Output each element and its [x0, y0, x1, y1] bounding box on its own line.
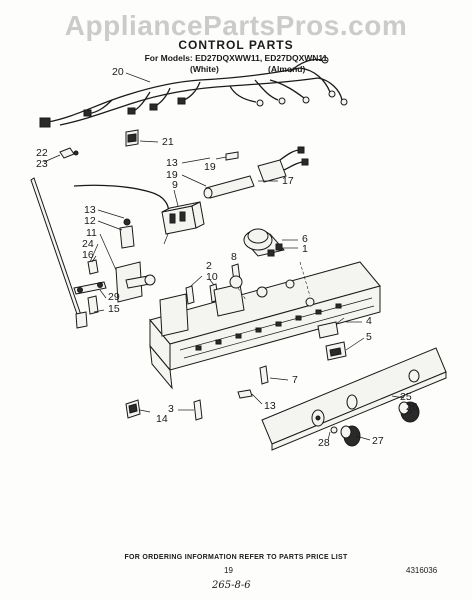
- color-almond-label: (Almond): [268, 64, 306, 74]
- callout-9: 9: [172, 179, 178, 191]
- callout-16: 16: [82, 249, 94, 261]
- callout-13-top: 13: [166, 157, 178, 169]
- control-panel-plate: [261, 347, 447, 451]
- leader-lines: [43, 72, 413, 441]
- watermark-text: AppliancePartsPros.com: [64, 10, 408, 41]
- control-knobs: [330, 401, 420, 447]
- callout-3: 3: [168, 403, 174, 415]
- control-housing: [149, 261, 381, 390]
- callout-19-socket: 19: [204, 161, 216, 173]
- callout-14: 14: [156, 413, 168, 425]
- screw-3-clip-14: [125, 399, 203, 421]
- callout-10: 10: [206, 271, 218, 283]
- callout-27: 27: [372, 435, 384, 447]
- callout-6: 6: [302, 233, 308, 245]
- thermostat-control: [161, 201, 205, 245]
- callout-13-bottom: 13: [264, 400, 276, 412]
- callout-23: 23: [36, 158, 48, 170]
- callout-1: 1: [302, 243, 308, 255]
- callout-15: 15: [108, 303, 120, 315]
- callout-26: 26: [406, 401, 418, 413]
- diagram-title: CONTROL PARTS: [178, 38, 294, 52]
- bracket-assembly-left: [73, 218, 156, 315]
- callout-21: 21: [162, 136, 174, 148]
- callout-22: 22: [36, 147, 48, 159]
- callout-12: 12: [84, 215, 96, 227]
- callout-20: 20: [112, 66, 124, 78]
- callout-13-left: 13: [84, 204, 96, 216]
- capillary-tube: [73, 184, 170, 215]
- page-number: 19: [224, 566, 233, 575]
- model-numbers: For Models: ED27DQXWW11, ED27DQXWN11: [144, 53, 328, 63]
- callout-29: 29: [108, 291, 120, 303]
- callout-24: 24: [82, 238, 94, 250]
- screw-7: [259, 365, 269, 385]
- color-white-label: (White): [190, 64, 219, 74]
- callout-19-top: 19: [166, 169, 178, 181]
- screw-13-bottom: [237, 389, 263, 405]
- callout-17: 17: [282, 175, 294, 187]
- handwritten-note: 265-8-6: [212, 580, 251, 591]
- screw-13-top: [215, 151, 239, 161]
- callout-11: 11: [86, 227, 97, 239]
- callout-5: 5: [366, 331, 372, 343]
- parts-4-5: [317, 317, 347, 361]
- callout-28: 28: [318, 437, 330, 449]
- callout-25: 25: [400, 391, 412, 403]
- document-number: 4316036: [406, 566, 438, 575]
- callout-4: 4: [366, 315, 372, 327]
- wire-harness: [39, 56, 348, 128]
- clip-part-21: [125, 129, 139, 147]
- callout-7: 7: [292, 374, 298, 386]
- callout-8: 8: [231, 251, 237, 263]
- defrost-timer: [243, 228, 285, 257]
- callout-2: 2: [206, 260, 212, 272]
- light-socket-assembly: [203, 146, 309, 199]
- rod-and-clip: [30, 147, 88, 329]
- ordering-note: FOR ORDERING INFORMATION REFER TO PARTS …: [124, 554, 348, 561]
